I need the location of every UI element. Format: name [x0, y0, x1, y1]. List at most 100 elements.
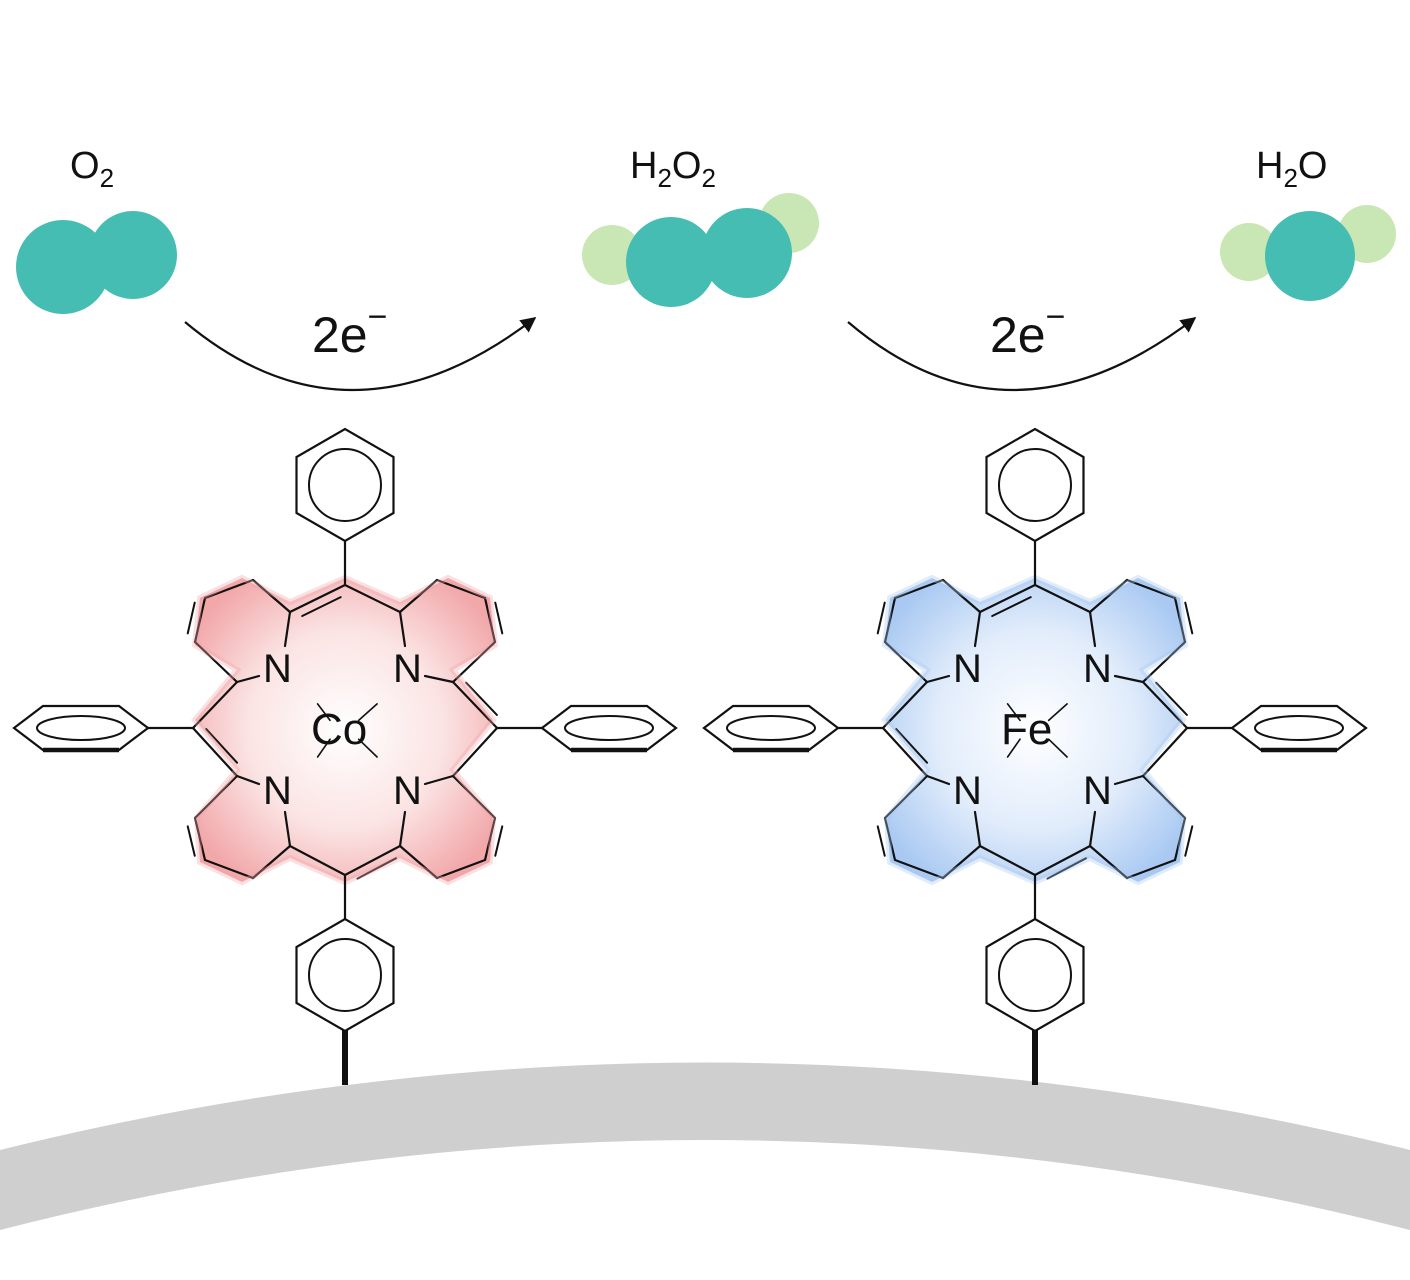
macrocycle-bond: [343, 844, 402, 877]
macrocycle-bond: [435, 578, 487, 600]
pyrrole-n-bond: [973, 810, 982, 848]
double-bond: [494, 601, 504, 635]
nitrogen-label: N: [953, 769, 982, 813]
phenyl-ring-top: [295, 427, 395, 543]
pyrrole-n-bond: [283, 810, 292, 848]
macrocycle-bond: [451, 726, 499, 778]
phenyl-aromatic: [1254, 715, 1344, 741]
double-bond: [876, 825, 886, 857]
label-h2o: H2O: [1256, 145, 1327, 193]
macrocycle-bond: [941, 844, 982, 880]
phenyl-aromatic: [308, 938, 382, 1012]
metal-center-label: Co: [311, 705, 367, 754]
macrocycle-bond: [193, 596, 207, 644]
macrocycle-bond: [1141, 640, 1187, 684]
phenyl-aromatic: [36, 715, 126, 741]
macrocycle-bond: [881, 680, 929, 730]
nitrogen-label: N: [263, 647, 292, 691]
macrocycle-fill: [885, 578, 1185, 882]
macrocycle-bond: [941, 578, 982, 614]
metal-center-label: Fe: [1001, 705, 1052, 754]
pyrrole-n-bond: [283, 610, 292, 648]
phenyl-ring-right: [540, 704, 678, 753]
phenyl-hexagon: [702, 704, 840, 752]
nitrogen-label: N: [393, 769, 422, 813]
pyrrole-n-bond: [398, 810, 407, 848]
nitrogen-label: N: [953, 647, 982, 691]
macrocycle-bond: [398, 578, 439, 614]
macrocycle-bond: [483, 816, 497, 862]
phenyl-aromatic: [308, 448, 382, 522]
coordination-bond: [1006, 703, 1021, 722]
phenyl-hexagon: [540, 704, 678, 752]
double-bond: [1184, 601, 1194, 635]
arrow-step-2: [847, 317, 1197, 392]
macrocycle-bond: [883, 596, 897, 644]
macrocycle-bond: [193, 774, 239, 820]
macrocycle-bond: [483, 596, 497, 644]
macrocycle-bond: [191, 680, 239, 730]
pyrrole-n-bond: [423, 774, 455, 786]
electron-label-step-2: 2e−: [990, 298, 1065, 363]
macrocycle-bond: [1173, 596, 1187, 644]
coordination-bond: [1006, 738, 1021, 758]
coordination-bond: [316, 703, 331, 722]
double-bond: [895, 728, 929, 764]
macrocycle-bond: [435, 858, 487, 880]
phenyl-ring-bottom: [295, 917, 395, 1033]
macrocycle-bond: [451, 640, 497, 684]
macrocycle-bond: [451, 774, 497, 820]
pyrrole-n-bond: [398, 610, 407, 648]
label-h2o2: H2O2: [630, 145, 716, 193]
phenyl-ring-left: [12, 704, 150, 753]
macrocycle-bond: [893, 858, 945, 880]
pyrrole-n-bond: [925, 674, 951, 684]
iron-porphyrin: N N N N Fe: [702, 427, 1368, 1085]
phenyl-ring-bottom: [985, 917, 1085, 1033]
pyrrole-n-bond: [235, 774, 261, 786]
macrocycle-bond: [203, 578, 255, 600]
pyrrole-n-bond: [925, 774, 951, 786]
phenyl-ring-left: [702, 704, 840, 753]
double-bond: [465, 681, 498, 716]
macrocycle-bond: [883, 774, 929, 820]
pyrrole-n-bond: [1113, 674, 1145, 684]
macrocycle-bond: [1033, 583, 1092, 614]
macrocycle-bond: [978, 844, 1037, 877]
phenyl-aromatic: [726, 715, 816, 741]
nitrogen-label: N: [1083, 769, 1112, 813]
macrocycle-bond: [398, 844, 439, 880]
macrocycle-bond: [1141, 680, 1189, 730]
pyrrole-n-bond: [423, 674, 455, 684]
macrocycle-bond: [1088, 578, 1129, 614]
macrocycle-bond: [1141, 774, 1187, 820]
double-bond: [186, 825, 196, 857]
h2o-molecule-icon: [1220, 205, 1396, 301]
macrocycle-bond: [893, 578, 945, 600]
macrocycle-bond: [883, 816, 897, 862]
macrocycle-bond: [251, 578, 292, 614]
o2-molecule-icon: [16, 211, 177, 314]
macrocycle-fill: [195, 578, 495, 882]
macrocycle-bond: [883, 640, 929, 684]
macrocycle-bond: [251, 844, 292, 880]
double-bond: [991, 596, 1032, 618]
phenyl-hexagon: [1230, 704, 1368, 752]
macrocycle-bond: [1125, 578, 1177, 600]
macrocycle-bond: [881, 726, 929, 778]
macrocycle-bond: [343, 583, 402, 614]
pyrrole-n-bond: [1088, 810, 1097, 848]
double-bond: [205, 728, 239, 764]
pyrrole-n-bond: [1088, 610, 1097, 648]
h2o2-molecule-icon: [582, 193, 819, 307]
electrode-surface: [0, 1062, 1410, 1230]
coordination-bond: [316, 738, 331, 758]
nitrogen-label: N: [1083, 647, 1112, 691]
coordination-bond: [357, 703, 378, 722]
coordination-bond: [1047, 738, 1068, 758]
phenyl-aromatic: [564, 715, 654, 741]
coordination-bond: [1047, 703, 1068, 722]
pyrrole-n-bond: [235, 674, 261, 684]
